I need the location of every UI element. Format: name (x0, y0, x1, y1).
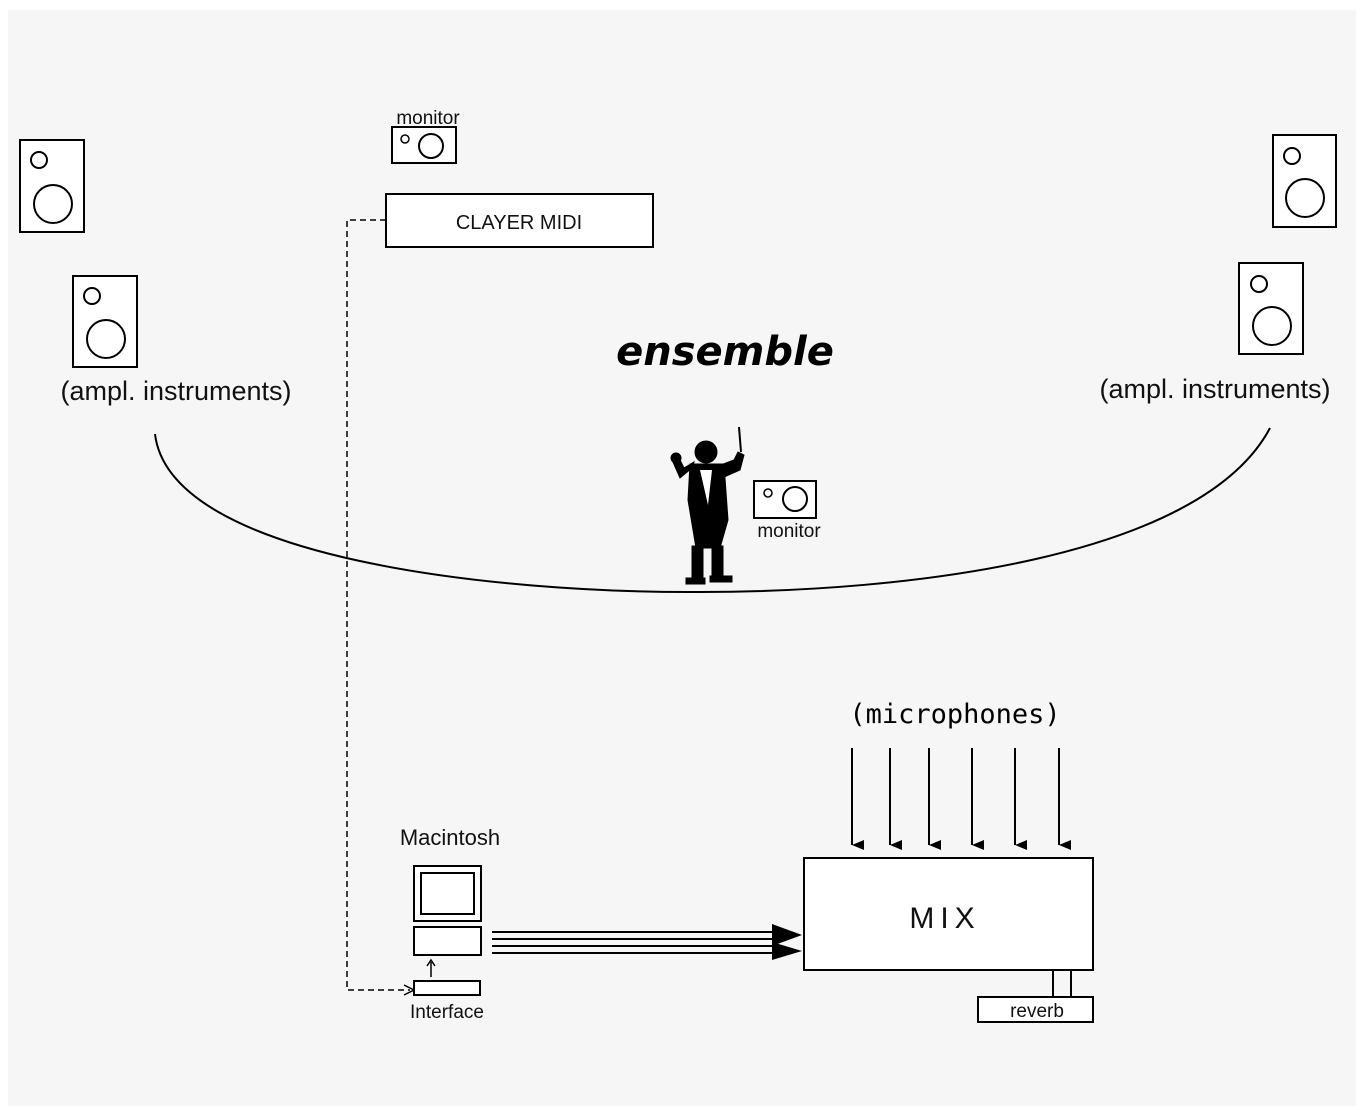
interface-label: Interface (410, 1002, 484, 1023)
conductor-icon (670, 426, 745, 585)
ensemble-title: ensemble (616, 329, 834, 375)
mix-box: MIX (803, 857, 1094, 971)
reverb-box: reverb (977, 996, 1094, 1023)
monitor-conductor-label: monitor (757, 521, 821, 542)
macintosh-label: Macintosh (400, 825, 500, 850)
diagram-panel (8, 10, 1356, 1106)
interface-box (413, 980, 481, 996)
speaker-icon (72, 275, 138, 368)
monitor-icon (391, 126, 457, 164)
mix-label: MIX (909, 902, 980, 935)
clayer-midi-box: CLAYER MIDI (385, 193, 654, 248)
ensemble-arc (154, 427, 1271, 594)
microphone-arrows (851, 748, 1071, 850)
midi-dashed-line (346, 219, 410, 991)
ampl-instruments-left-label: (ampl. instruments) (60, 376, 291, 406)
reverb-label: reverb (1010, 1001, 1064, 1022)
monitor-top-label: monitor (396, 108, 460, 129)
microphones-label: (microphones) (849, 699, 1060, 730)
clayer-midi-label: CLAYER MIDI (456, 212, 582, 234)
computer-icon (413, 865, 482, 956)
arrow-icon (426, 958, 436, 977)
monitor-icon (753, 480, 817, 519)
speaker-icon (19, 139, 85, 233)
arrow-icon (772, 924, 802, 946)
reverb-connection (1052, 970, 1072, 997)
ampl-instruments-right-label: (ampl. instruments) (1099, 374, 1330, 404)
arrow-icon (772, 942, 802, 960)
speaker-icon (1272, 134, 1337, 228)
speaker-icon (1238, 262, 1304, 355)
audio-connection (492, 924, 802, 960)
